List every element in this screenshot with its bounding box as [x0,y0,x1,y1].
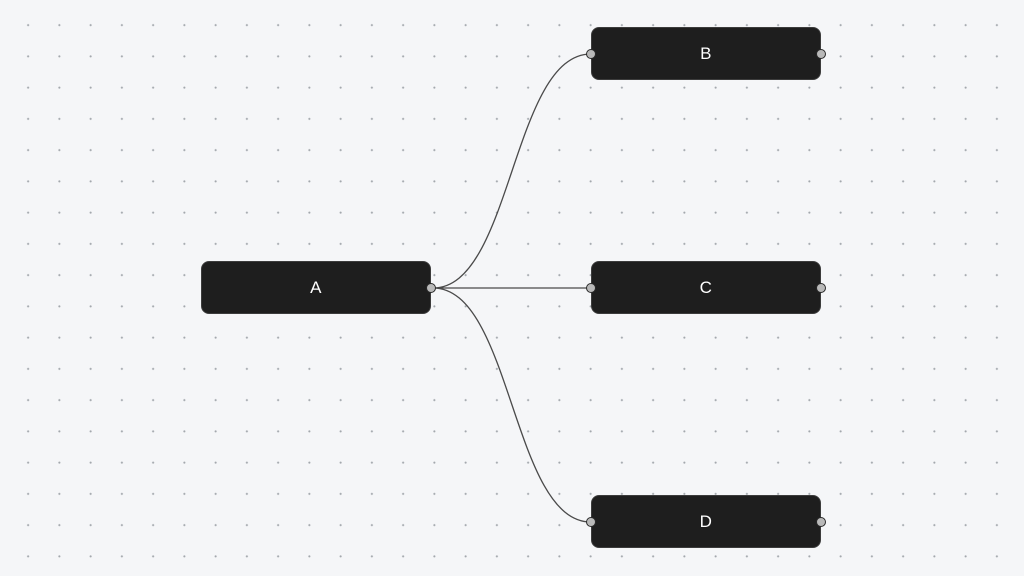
edge-a-b[interactable] [432,53,592,289]
node-b[interactable]: B [586,27,826,80]
node-c-label: C [699,277,713,297]
node-d-input-handle[interactable] [586,516,596,527]
node-a[interactable]: A [201,261,436,314]
node-c-output-handle[interactable] [816,282,826,293]
node-d[interactable]: D [586,495,826,548]
node-c[interactable]: C [586,261,826,314]
node-b-label: B [700,43,712,63]
node-a-output-handle[interactable] [426,282,436,293]
node-b-output-handle[interactable] [816,48,826,59]
node-c-input-handle[interactable] [586,282,596,293]
edge-a-d[interactable] [432,287,592,523]
node-d-output-handle[interactable] [816,516,826,527]
node-a-label: A [310,277,322,297]
node-d-label: D [699,511,713,531]
node-b-input-handle[interactable] [586,48,596,59]
